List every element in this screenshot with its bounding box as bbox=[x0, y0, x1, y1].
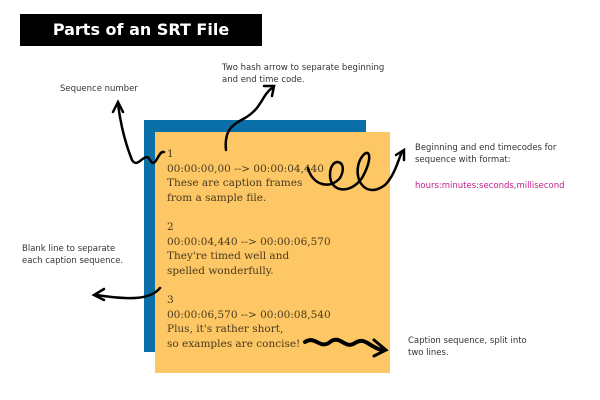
srt-line: Plus, it's rather short, bbox=[167, 323, 284, 336]
label-format: hours:minutes:seconds,millisecond bbox=[415, 181, 565, 191]
srt-line: so examples are concise! bbox=[167, 337, 301, 350]
arrow-timecodes bbox=[306, 147, 406, 192]
arrow-sequence-number bbox=[111, 99, 166, 165]
label-sequence-number: Sequence number bbox=[60, 84, 138, 94]
srt-line: 3 bbox=[167, 293, 174, 306]
srt-line: 00:00:04,440 --> 00:00:06,570 bbox=[167, 235, 331, 248]
arrow-caption-sequence bbox=[303, 337, 389, 358]
srt-line: 00:00:00,00 --> 00:00:04,440 bbox=[167, 162, 324, 175]
srt-line: 00:00:06,570 --> 00:00:08,540 bbox=[167, 308, 331, 321]
label-hash-arrow: Two hash arrow to separate beginning and… bbox=[222, 63, 385, 85]
srt-line: They're timed well and bbox=[167, 250, 290, 263]
srt-card bbox=[155, 132, 390, 373]
label-timecodes: Beginning and end timecodes for sequence… bbox=[415, 143, 557, 165]
arrow-blank-line bbox=[91, 286, 162, 302]
srt-line: from a sample file. bbox=[167, 191, 267, 204]
page-title: Parts of an SRT File bbox=[20, 14, 262, 46]
srt-line: These are caption frames bbox=[167, 177, 303, 190]
arrow-hash bbox=[224, 84, 276, 152]
label-blank-line: Blank line to separate each caption sequ… bbox=[22, 244, 124, 266]
label-caption-sequence: Caption sequence, split into two lines. bbox=[408, 336, 527, 358]
srt-line: spelled wonderfully. bbox=[167, 264, 274, 277]
srt-line: 2 bbox=[167, 220, 174, 233]
srt-line: 1 bbox=[167, 148, 174, 160]
